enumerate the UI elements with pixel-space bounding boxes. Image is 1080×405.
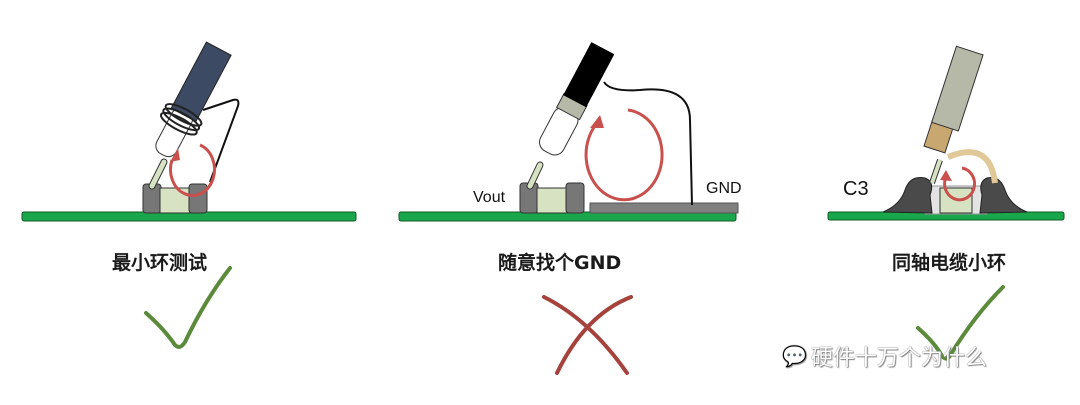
panel-title: 最小环测试 <box>112 252 208 274</box>
ground-wire <box>202 98 240 183</box>
watermark: 💬 硬件十万个为什么 <box>782 340 987 372</box>
panel-title: 同轴电缆小环 <box>892 252 1007 274</box>
gnd-label: GND <box>706 180 742 197</box>
probe-tip-inner <box>149 159 167 189</box>
solder-fillet-left <box>882 177 933 214</box>
ground-lead <box>603 81 693 206</box>
check-icon <box>144 266 232 349</box>
cross-icon <box>542 295 633 375</box>
wechat-icon: 💬 <box>782 344 807 368</box>
coax-ground-strap <box>946 149 998 184</box>
coax-cable <box>931 45 984 132</box>
c3-label: C3 <box>843 178 869 200</box>
panel-minimal-loop <box>21 41 357 222</box>
vout-label: Vout <box>473 189 506 206</box>
check-icon <box>916 285 1005 361</box>
loop-arrow <box>943 166 977 202</box>
component-pad-right <box>188 183 208 214</box>
watermark-text: 硬件十万个为什么 <box>810 346 987 371</box>
solder-fillet-right <box>979 177 1028 214</box>
loop-arrow <box>584 108 664 202</box>
loop-arrow <box>169 143 216 197</box>
component-body <box>159 187 191 214</box>
probe-handle <box>170 41 232 123</box>
panel-title: 随意找个GND <box>498 252 622 274</box>
panel-coax-loop <box>827 45 1065 221</box>
panel-random-gnd <box>398 42 739 222</box>
ground-spring <box>164 103 203 127</box>
ground-plane <box>589 202 739 214</box>
component-pad-right <box>565 182 585 214</box>
component-body <box>536 187 568 214</box>
probe-handle <box>563 42 615 108</box>
